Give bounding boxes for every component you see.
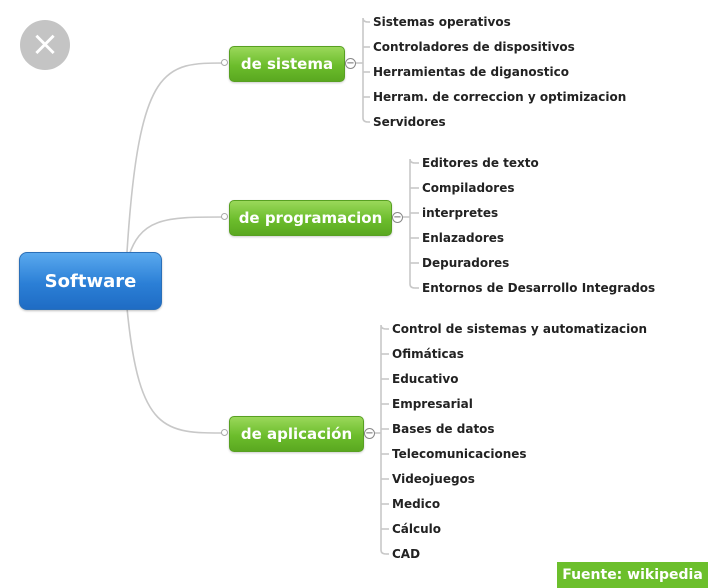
leaf-item[interactable]: Cálculo: [392, 522, 442, 536]
close-button[interactable]: ×: [20, 20, 70, 70]
leaf-item[interactable]: Empresarial: [392, 397, 473, 411]
branch-node-label: de programacion: [238, 209, 383, 227]
anchor-dot: [221, 429, 228, 436]
leaf-item[interactable]: Editores de texto: [422, 156, 539, 170]
branch-node[interactable]: de aplicación: [229, 416, 364, 452]
leaf-item[interactable]: Entornos de Desarrollo Integrados: [422, 281, 656, 295]
leaf-item[interactable]: Herram. de correccion y optimizacion: [373, 90, 627, 104]
item-spine: [380, 324, 387, 555]
leaf-item[interactable]: Medico: [392, 497, 441, 511]
leaf-item[interactable]: Controladores de dispositivos: [373, 40, 575, 54]
leaf-item[interactable]: Telecomunicaciones: [392, 447, 527, 461]
leaf-item[interactable]: Depuradores: [422, 256, 510, 270]
leaf-item[interactable]: Herramientas de diganostico: [373, 65, 570, 79]
root-connector: [126, 307, 226, 434]
leaf-item[interactable]: interpretes: [422, 206, 499, 220]
root-node-label: Software: [44, 270, 137, 292]
minus-icon[interactable]: −: [392, 212, 403, 223]
minus-icon[interactable]: −: [345, 58, 356, 69]
leaf-item[interactable]: Educativo: [392, 372, 459, 386]
anchor-dot: [221, 59, 228, 66]
anchor-dot: [221, 213, 228, 220]
leaf-item[interactable]: Control de sistemas y automatizacion: [392, 322, 648, 336]
branch-node[interactable]: de sistema: [229, 46, 345, 82]
branch-node[interactable]: de programacion: [229, 200, 392, 236]
leaf-item[interactable]: Compiladores: [422, 181, 515, 195]
item-spine: [409, 158, 416, 289]
branch-node-label: de sistema: [240, 55, 334, 73]
item-spine: [362, 17, 369, 123]
leaf-item[interactable]: Sistemas operativos: [373, 15, 511, 29]
root-connector: [126, 216, 226, 263]
source-badge: Fuente: wikipedia: [557, 562, 708, 588]
branch-node-label: de aplicación: [240, 425, 353, 443]
leaf-item[interactable]: Videojuegos: [392, 472, 475, 486]
root-node-software[interactable]: Software: [19, 252, 162, 310]
leaf-item[interactable]: Ofimáticas: [392, 347, 464, 361]
leaf-item[interactable]: CAD: [392, 547, 421, 561]
leaf-item[interactable]: Servidores: [373, 115, 446, 129]
source-label: Fuente: wikipedia: [562, 567, 703, 583]
close-icon: ×: [30, 23, 60, 64]
root-connector: [126, 62, 226, 253]
minus-icon[interactable]: −: [364, 428, 375, 439]
leaf-item[interactable]: Enlazadores: [422, 231, 505, 245]
leaf-item[interactable]: Bases de datos: [392, 422, 495, 436]
